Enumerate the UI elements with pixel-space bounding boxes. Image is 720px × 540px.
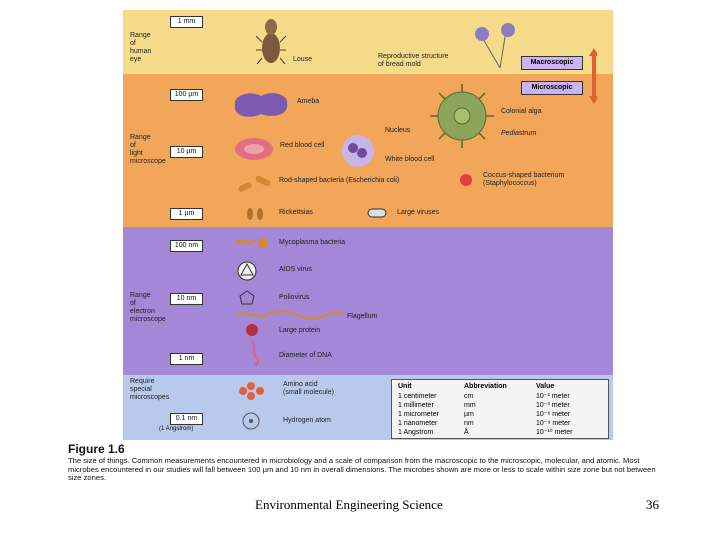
band-electron-microscope [123,227,613,375]
white-blood-cell-picture [342,135,374,167]
flagellum-label: Flagellum [347,313,378,320]
poliovirus-picture [239,290,255,305]
colonial-alga-picture [430,84,494,148]
range-label-electron: Range of electron microscope [130,292,166,323]
scale-100nm: 100 nm [170,240,203,252]
ameba-picture [234,93,288,117]
scale-10um: 10 µm [170,146,203,158]
mycoplasma-picture [234,238,268,248]
scale-1mm: 1 mm [170,16,203,28]
nucleus-label: Nucleus [385,127,411,134]
large-viruses-label: Large viruses [397,209,440,216]
microscopic-label: Microscopic [521,81,583,95]
range-label-special: Require special microscopes [130,378,170,401]
ameba-label: Ameba [297,98,320,105]
dna-label: Diameter of DNA [279,352,332,359]
flagellum-picture [236,310,344,320]
size-of-things-figure: Range of human eye Range of light micros… [123,10,613,440]
unit-table: Unit Abbreviation Value 1 centimeter cm … [391,379,609,439]
rod-bacteria-label: Rod-shaped bacteria (Escherichia coli) [279,177,400,184]
bread-mold-label: Reproductive structure of bread mold [378,53,449,68]
mycoplasma-label: Mycoplasma bacteria [279,239,346,246]
macroscopic-label: Macroscopic [521,56,583,70]
figure-number: Figure 1.6 [68,442,125,456]
red-blood-cell-picture [235,138,273,160]
hydrogen-atom-label: Hydrogen atom [283,417,331,424]
amino-acid-label: Amino acid (small molecule) [283,381,334,396]
rod-bacteria-picture [238,175,271,192]
rickettsias-picture [247,208,263,220]
colonial-alga-label: Colonial alga [501,108,542,115]
caption-text: The size of things. Common measurements … [68,456,656,483]
louse-label: Louse [293,56,313,63]
footer-title: Environmental Engineering Science [255,497,443,512]
coccus-label: Coccus-shaped bacterium (Staphylococcus) [483,172,565,187]
poliovirus-label: Poliovirus [279,294,310,301]
double-arrow-icon [589,48,597,104]
aids-virus-picture [237,261,257,281]
scale-1nm: 1 nm [170,353,203,365]
aids-virus-label: AIDS virus [279,266,313,273]
large-protein-picture [246,324,258,336]
dna-picture [250,339,259,367]
hydrogen-atom-picture [242,412,260,430]
large-virus-picture [367,208,387,218]
scale-10nm: 10 nm [170,293,203,305]
coccus-picture [460,174,472,186]
bread-mold-picture [475,23,515,69]
pediastrum-label: Pediastrum [501,130,537,137]
scale-1um: 1 µm [170,208,203,220]
white-blood-cell-label: White blood cell [385,156,435,163]
figure-caption: Figure 1.6 The size of things. Common me… [68,443,668,483]
large-protein-label: Large protein [279,327,321,334]
red-blood-cell-label: Red blood cell [280,142,325,149]
scale-angstrom-note: (1 Angstrom) [159,426,194,432]
page-number: 36 [646,497,659,512]
rickettsias-label: Rickettsias [279,209,313,216]
range-label-light: Range of light microscope [130,134,166,165]
range-label-eye: Range of human eye [130,32,152,63]
amino-acid-picture [239,382,264,400]
scale-01nm: 0.1 nm [170,413,203,425]
scale-100um: 100 µm [170,89,203,101]
louse-picture [256,19,286,65]
